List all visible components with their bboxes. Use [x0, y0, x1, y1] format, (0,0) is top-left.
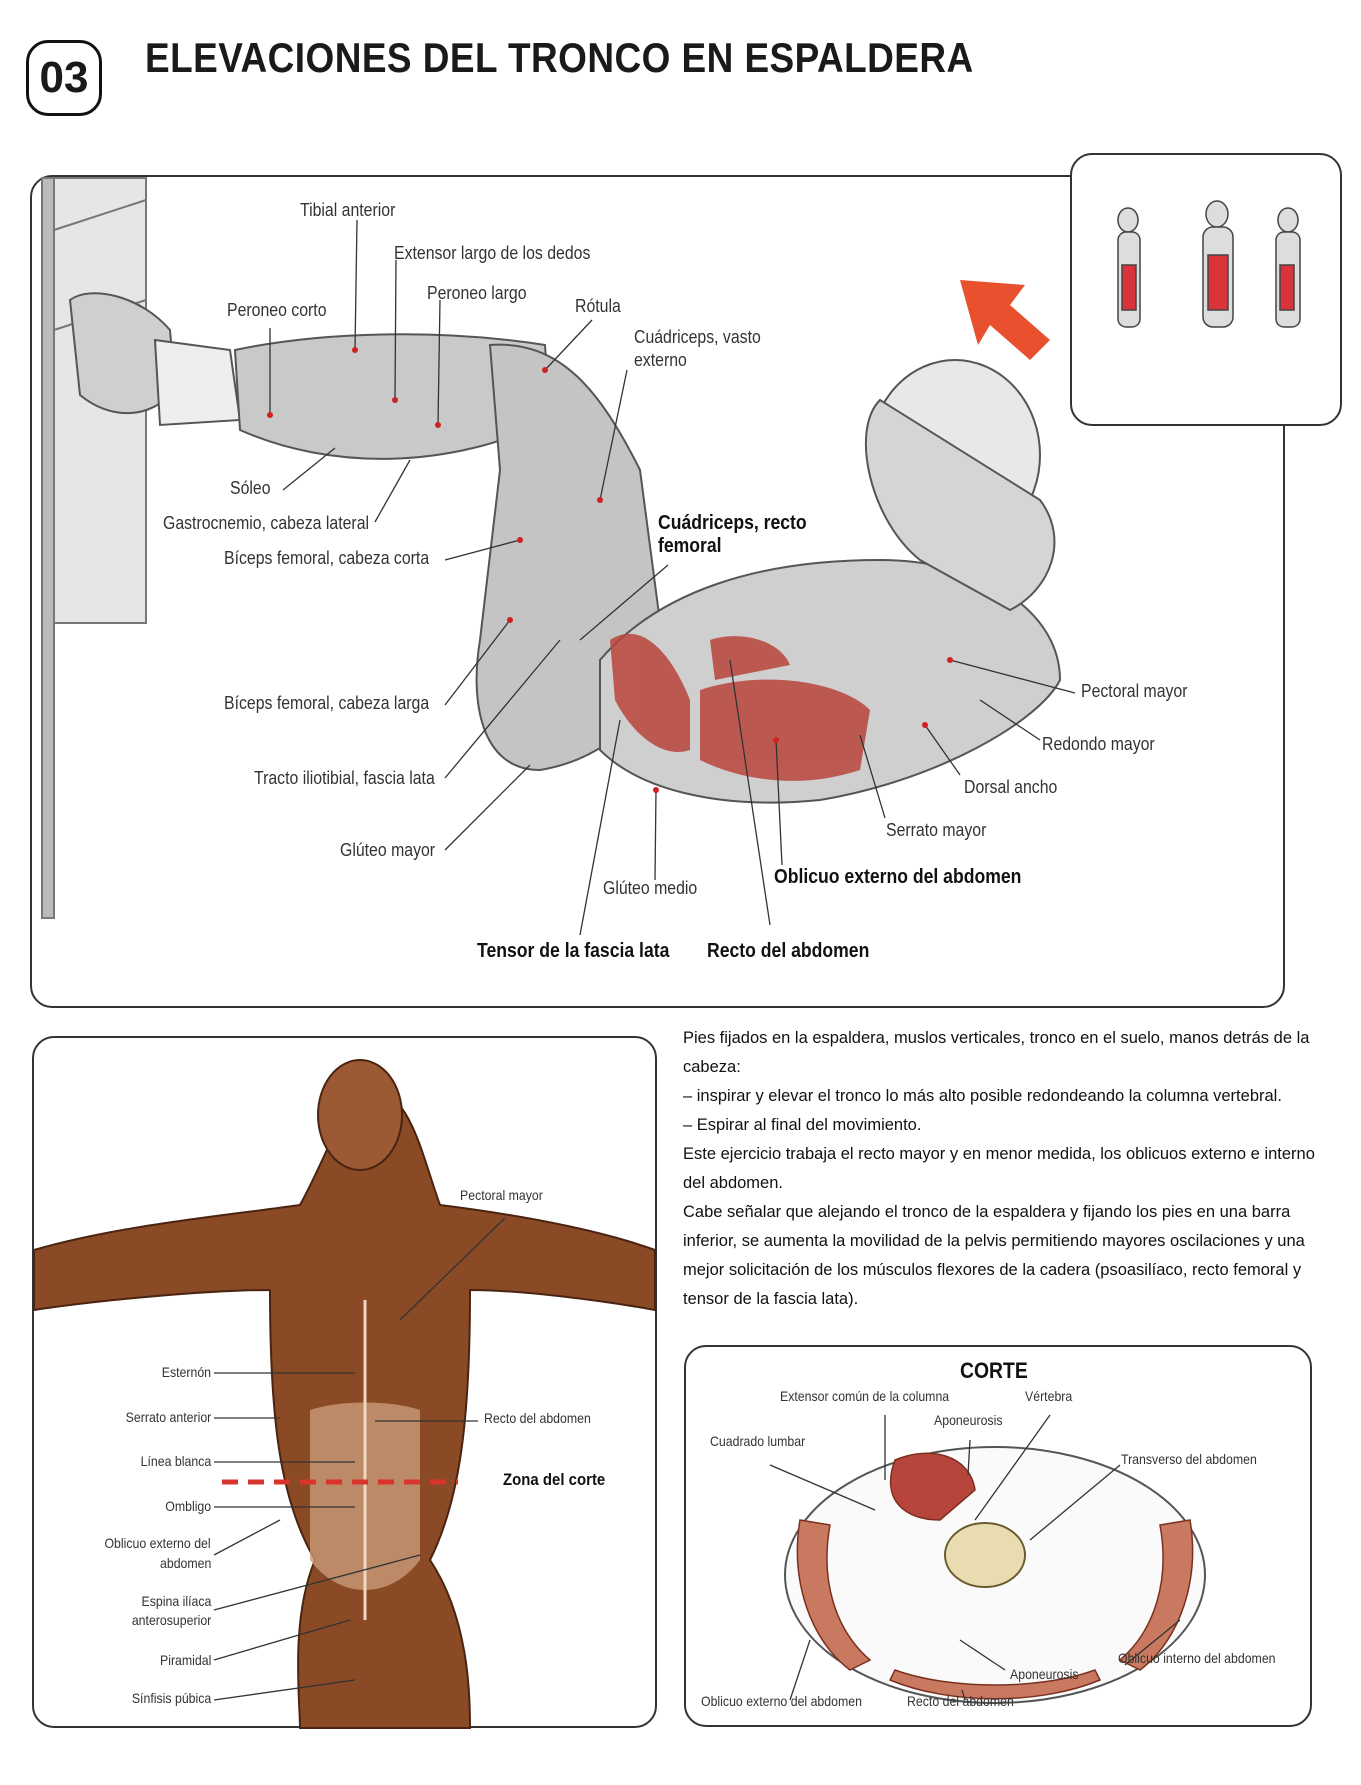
anatomy-torso-illustration [33, 1059, 656, 1729]
anat-label-oblicuo-1: Oblicuo externo del [104, 1535, 211, 1551]
description-paragraph: Pies fijados en la espaldera, muslos ver… [683, 1029, 1310, 1076]
anat-label-espina-2: anterosuperior [131, 1612, 211, 1628]
anat-label-linea-blanca: Línea blanca [140, 1453, 211, 1469]
thumbnail-figures-icon [1117, 200, 1301, 328]
label-serrato-mayor: Serrato mayor [886, 820, 987, 840]
cross-section-illustration [784, 1446, 1206, 1704]
wall-bars-icon [41, 177, 147, 919]
corte-label-vertebra: Vértebra [1025, 1388, 1073, 1404]
feet-icon [68, 292, 242, 427]
corte-label-transverso: Transverso del abdomen [1121, 1451, 1257, 1467]
exercise-description: Pies fijados en la espaldera, muslos ver… [683, 1024, 1318, 1314]
anat-label-esternon: Esternón [161, 1364, 211, 1380]
label-tracto: Tracto iliotibial, fascia lata [254, 768, 435, 788]
description-paragraph: Este ejercicio trabaja el recto mayor y … [683, 1145, 1315, 1192]
description-paragraph: – Espirar al final del movimiento. [683, 1116, 922, 1134]
label-gluteo-mayor: Glúteo mayor [340, 840, 436, 860]
anat-label-ombligo: Ombligo [165, 1498, 211, 1514]
anat-label-espina-1: Espina ilíaca [141, 1593, 211, 1609]
anat-label-serrato: Serrato anterior [125, 1409, 211, 1425]
label-cuadriceps-recto-2: femoral [658, 535, 722, 557]
label-cuadriceps-vasto-2: externo [634, 350, 687, 370]
corte-label-aponeurosis-top: Aponeurosis [934, 1412, 1003, 1428]
label-gastrocnemio: Gastrocnemio, cabeza lateral [163, 513, 370, 533]
label-tensor-fascia: Tensor de la fascia lata [477, 940, 670, 962]
label-extensor-largo: Extensor largo de los dedos [394, 243, 591, 263]
upward-arrow-icon [960, 280, 1050, 360]
exercise-number-badge: 03 [26, 40, 102, 116]
arm [864, 398, 1056, 612]
label-tibial-anterior: Tibial anterior [300, 200, 396, 220]
anat-label-zona-corte: Zona del corte [503, 1470, 606, 1489]
corte-label-oblicuo-interno: Oblicuo interno del abdomen [1118, 1650, 1276, 1666]
corte-label-aponeurosis-bottom: Aponeurosis [1010, 1666, 1079, 1682]
label-oblicuo-externo: Oblicuo externo del abdomen [774, 866, 1022, 888]
label-peroneo-corto: Peroneo corto [227, 300, 327, 320]
corte-label-extensor: Extensor común de la columna [780, 1388, 950, 1404]
description-paragraph: – inspirar y elevar el tronco lo más alt… [683, 1087, 1282, 1105]
page-title: ELEVACIONES DEL TRONCO EN ESPALDERA [145, 34, 974, 81]
label-rotula: Rótula [575, 296, 621, 316]
description-paragraph: Cabe señalar que alejando el tronco de l… [683, 1203, 1305, 1308]
anat-label-recto: Recto del abdomen [484, 1410, 591, 1426]
label-gluteo-medio: Glúteo medio [603, 878, 698, 898]
label-biceps-corta: Bíceps femoral, cabeza corta [224, 548, 430, 568]
corte-label-recto: Recto del abdomen [907, 1693, 1014, 1709]
label-dorsal-ancho: Dorsal ancho [964, 777, 1058, 797]
label-cuadriceps-recto: Cuádriceps, recto [658, 512, 807, 534]
corte-label-cuadrado: Cuadrado lumbar [710, 1433, 806, 1449]
label-recto-abdomen: Recto del abdomen [707, 940, 870, 962]
label-soleo: Sóleo [230, 478, 271, 498]
label-peroneo-largo: Peroneo largo [427, 283, 527, 303]
corte-title: CORTE [960, 1358, 1028, 1383]
corte-label-oblicuo-externo: Oblicuo externo del abdomen [701, 1693, 862, 1709]
highlighted-muscles [610, 633, 870, 781]
label-pectoral-mayor: Pectoral mayor [1081, 681, 1188, 701]
anat-label-pectoral: Pectoral mayor [460, 1187, 543, 1203]
label-cuadriceps-vasto: Cuádriceps, vasto [634, 327, 761, 347]
label-redondo-mayor: Redondo mayor [1042, 734, 1155, 754]
anat-label-oblicuo-2: abdomen [159, 1555, 211, 1571]
anat-label-sinfisis: Sínfisis púbica [131, 1690, 211, 1706]
anat-label-piramidal: Piramidal [159, 1652, 211, 1668]
label-biceps-larga: Bíceps femoral, cabeza larga [224, 693, 430, 713]
